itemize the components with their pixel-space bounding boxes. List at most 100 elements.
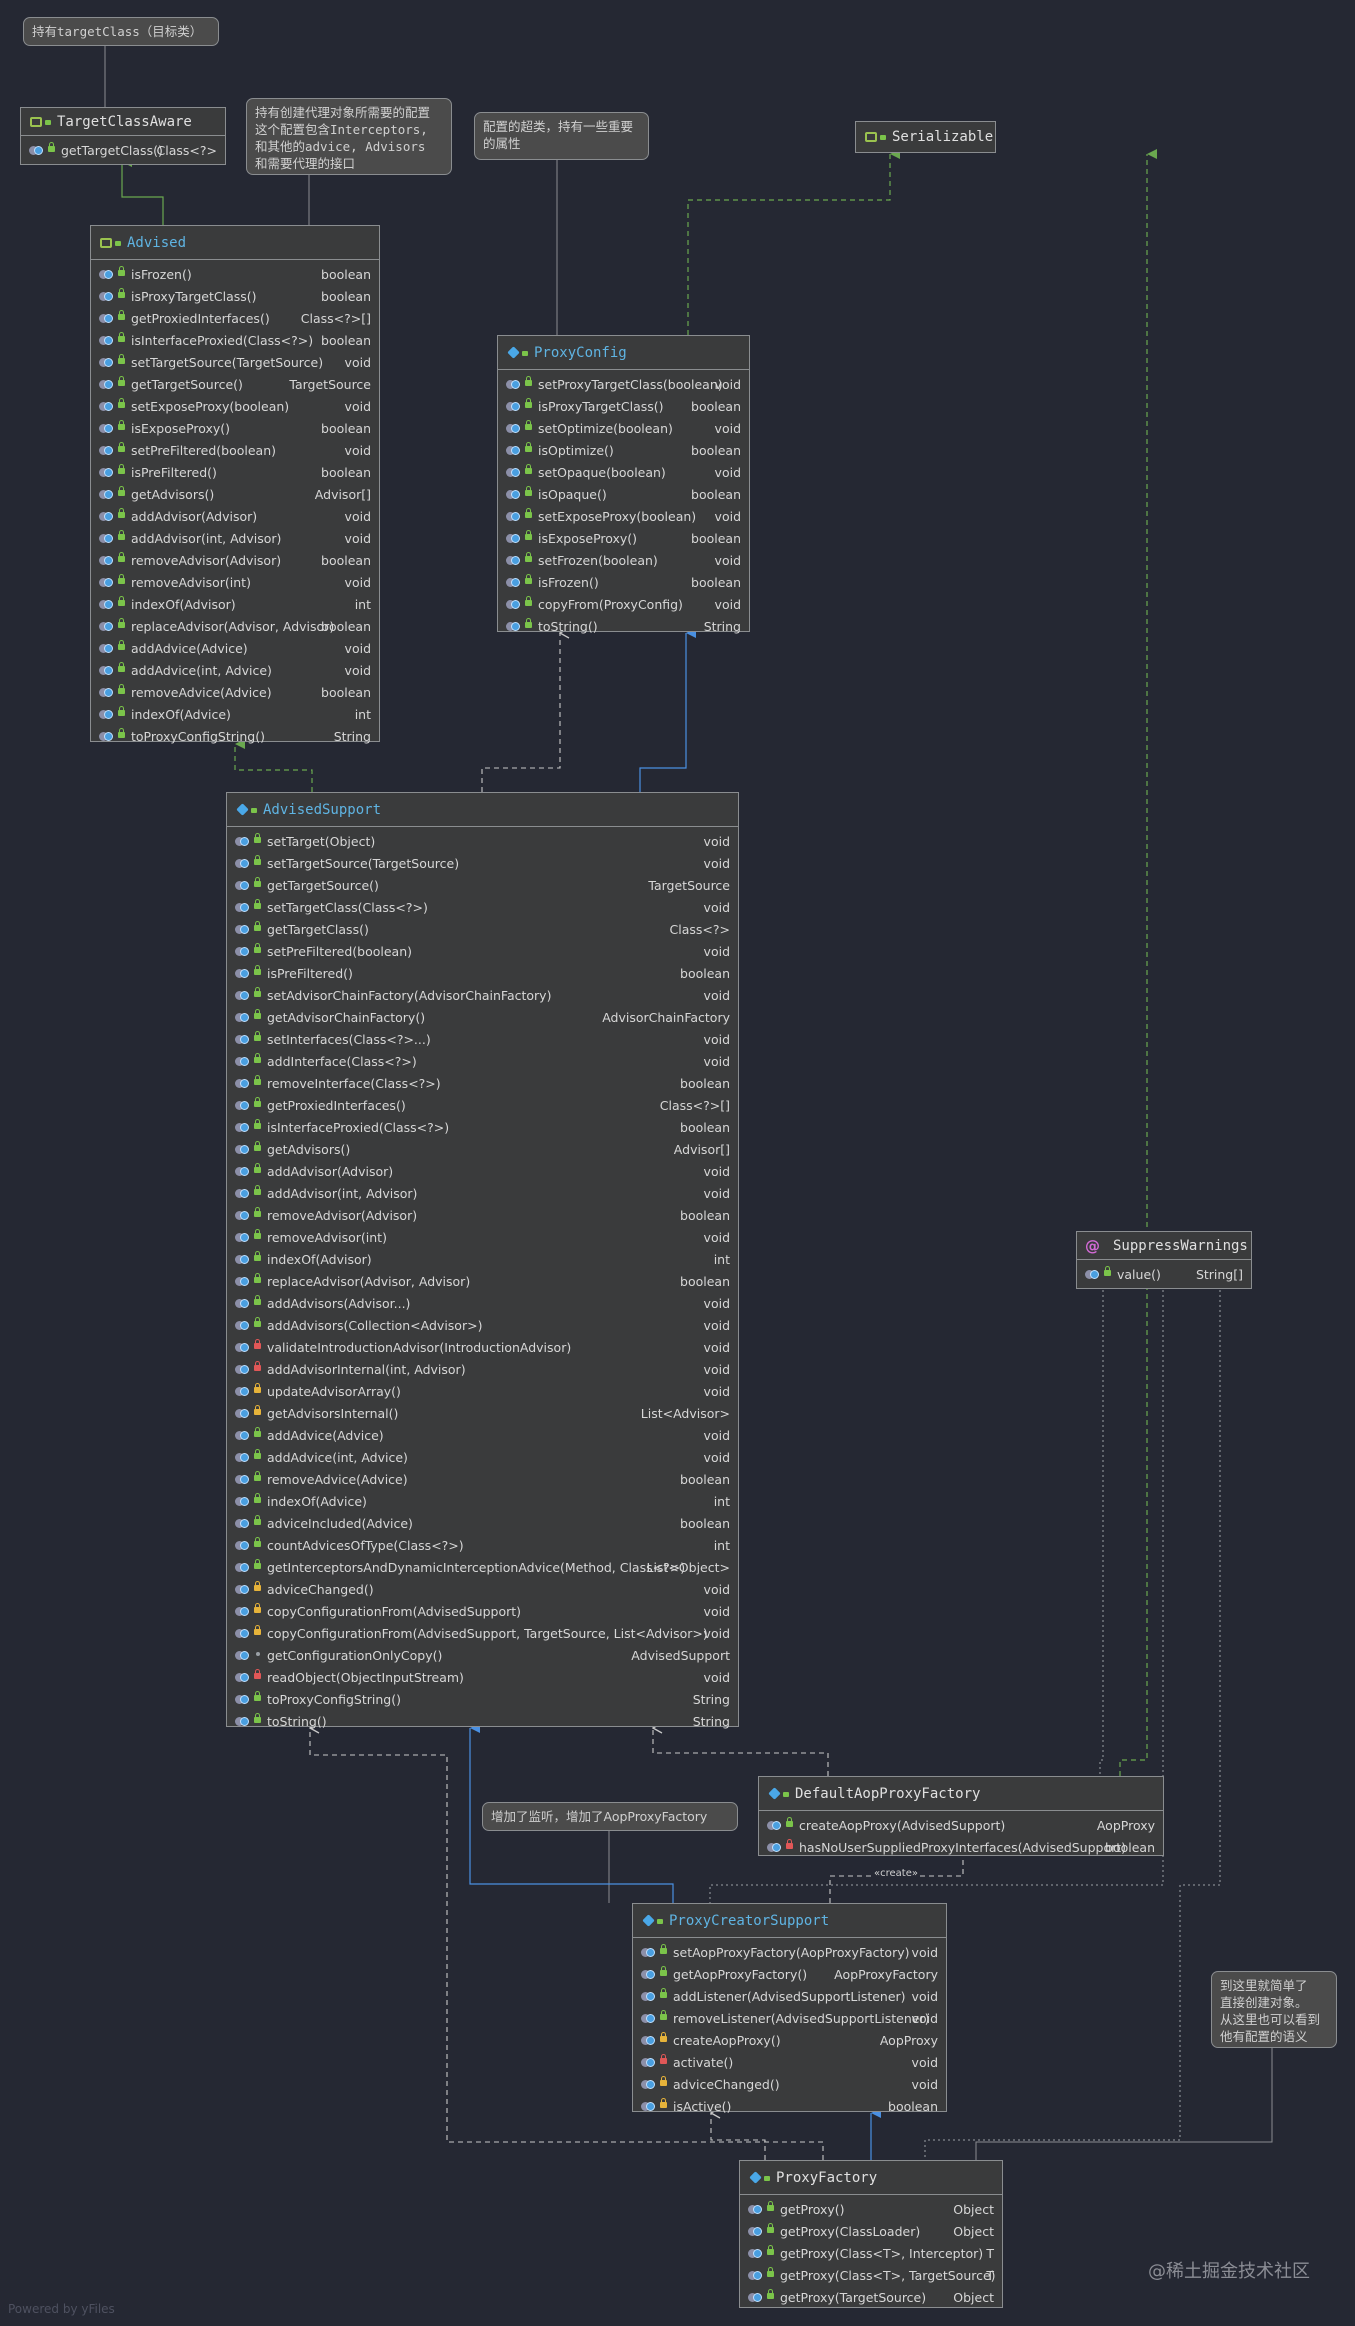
- member-row[interactable]: getProxy(TargetSource)Object: [740, 2287, 1002, 2309]
- member-row[interactable]: setOpaque(boolean)void: [498, 462, 749, 484]
- member-row[interactable]: toString()String: [498, 616, 749, 638]
- member-row[interactable]: isProxyTargetClass()boolean: [498, 396, 749, 418]
- member-row[interactable]: getProxy(Class<T>, Interceptor)T: [740, 2243, 1002, 2265]
- member-row[interactable]: getAdvisors()Advisor[]: [91, 484, 379, 506]
- member-row[interactable]: removeListener(AdvisedSupportListener)vo…: [633, 2008, 946, 2030]
- member-row[interactable]: setAopProxyFactory(AopProxyFactory)void: [633, 1942, 946, 1964]
- member-row[interactable]: addAdvice(int, Advice)void: [227, 1447, 738, 1469]
- member-row[interactable]: isOptimize()boolean: [498, 440, 749, 462]
- member-row[interactable]: value()String[]: [1077, 1264, 1251, 1286]
- member-row[interactable]: getAdvisorChainFactory()AdvisorChainFact…: [227, 1007, 738, 1029]
- member-row[interactable]: addAdvisor(Advisor)void: [227, 1161, 738, 1183]
- member-row[interactable]: addListener(AdvisedSupportListener)void: [633, 1986, 946, 2008]
- member-row[interactable]: isActive()boolean: [633, 2096, 946, 2118]
- member-row[interactable]: copyFrom(ProxyConfig)void: [498, 594, 749, 616]
- member-row[interactable]: setFrozen(boolean)void: [498, 550, 749, 572]
- member-row[interactable]: addAdvice(int, Advice)void: [91, 660, 379, 682]
- member-row[interactable]: removeAdvisor(int)void: [227, 1227, 738, 1249]
- class-default-aop-proxy-factory[interactable]: DefaultAopProxyFactory createAopProxy(Ad…: [758, 1776, 1164, 1856]
- member-row[interactable]: setTargetSource(TargetSource)void: [227, 853, 738, 875]
- member-row[interactable]: isProxyTargetClass()boolean: [91, 286, 379, 308]
- member-row[interactable]: addAdvisor(Advisor)void: [91, 506, 379, 528]
- member-row[interactable]: createAopProxy()AopProxy: [633, 2030, 946, 2052]
- member-row[interactable]: addAdvisor(int, Advisor)void: [91, 528, 379, 550]
- member-row[interactable]: adviceChanged()void: [633, 2074, 946, 2096]
- member-row[interactable]: setPreFiltered(boolean)void: [227, 941, 738, 963]
- member-row[interactable]: getAdvisors()Advisor[]: [227, 1139, 738, 1161]
- member-row[interactable]: getAopProxyFactory()AopProxyFactory: [633, 1964, 946, 1986]
- member-row[interactable]: getProxiedInterfaces()Class<?>[]: [91, 308, 379, 330]
- class-suppress-warnings[interactable]: @ SuppressWarnings value()String[]: [1076, 1231, 1252, 1289]
- member-row[interactable]: removeAdvisor(Advisor)boolean: [91, 550, 379, 572]
- member-row[interactable]: indexOf(Advice)int: [227, 1491, 738, 1513]
- member-row[interactable]: countAdvicesOfType(Class<?>)int: [227, 1535, 738, 1557]
- member-row[interactable]: addAdvice(Advice)void: [91, 638, 379, 660]
- member-row[interactable]: isFrozen()boolean: [91, 264, 379, 286]
- member-row[interactable]: getProxiedInterfaces()Class<?>[]: [227, 1095, 738, 1117]
- member-row[interactable]: setExposeProxy(boolean)void: [91, 396, 379, 418]
- member-row[interactable]: removeInterface(Class<?>)boolean: [227, 1073, 738, 1095]
- member-row[interactable]: addInterface(Class<?>)void: [227, 1051, 738, 1073]
- member-row[interactable]: getConfigurationOnlyCopy()AdvisedSupport: [227, 1645, 738, 1667]
- member-row[interactable]: indexOf(Advisor)int: [91, 594, 379, 616]
- member-row[interactable]: setOptimize(boolean)void: [498, 418, 749, 440]
- member-row[interactable]: isExposeProxy()boolean: [91, 418, 379, 440]
- member-row[interactable]: removeAdvice(Advice)boolean: [91, 682, 379, 704]
- member-row[interactable]: addAdvisors(Advisor...)void: [227, 1293, 738, 1315]
- member-row[interactable]: getProxy(ClassLoader)Object: [740, 2221, 1002, 2243]
- class-serializable[interactable]: Serializable: [855, 121, 996, 153]
- member-row[interactable]: getProxy(Class<T>, TargetSource)T: [740, 2265, 1002, 2287]
- member-row[interactable]: getProxy()Object: [740, 2199, 1002, 2221]
- member-row[interactable]: removeAdvisor(Advisor)boolean: [227, 1205, 738, 1227]
- member-row[interactable]: replaceAdvisor(Advisor, Advisor)boolean: [227, 1271, 738, 1293]
- member-row[interactable]: getTargetSource()TargetSource: [91, 374, 379, 396]
- member-row[interactable]: setAdvisorChainFactory(AdvisorChainFacto…: [227, 985, 738, 1007]
- member-row[interactable]: addAdvisorInternal(int, Advisor)void: [227, 1359, 738, 1381]
- member-row[interactable]: indexOf(Advisor)int: [227, 1249, 738, 1271]
- member-row[interactable]: isFrozen()boolean: [498, 572, 749, 594]
- member-row[interactable]: toString()String: [227, 1711, 738, 1733]
- member-row[interactable]: toProxyConfigString()String: [227, 1689, 738, 1711]
- member-row[interactable]: setPreFiltered(boolean)void: [91, 440, 379, 462]
- member-row[interactable]: setProxyTargetClass(boolean)void: [498, 374, 749, 396]
- member-row[interactable]: updateAdvisorArray()void: [227, 1381, 738, 1403]
- member-row[interactable]: setInterfaces(Class<?>...)void: [227, 1029, 738, 1051]
- member-row[interactable]: hasNoUserSuppliedProxyInterfaces(Advised…: [759, 1837, 1163, 1859]
- member-row[interactable]: toProxyConfigString()String: [91, 726, 379, 748]
- class-proxy-config[interactable]: ProxyConfig setProxyTargetClass(boolean)…: [497, 335, 750, 634]
- member-row[interactable]: isPreFiltered()boolean: [227, 963, 738, 985]
- member-row[interactable]: activate()void: [633, 2052, 946, 2074]
- member-row[interactable]: addAdvice(Advice)void: [227, 1425, 738, 1447]
- member-row[interactable]: readObject(ObjectInputStream)void: [227, 1667, 738, 1689]
- member-row[interactable]: validateIntroductionAdvisor(Introduction…: [227, 1337, 738, 1359]
- member-row[interactable]: createAopProxy(AdvisedSupport)AopProxy: [759, 1815, 1163, 1837]
- member-row[interactable]: isInterfaceProxied(Class<?>)boolean: [91, 330, 379, 352]
- member-row[interactable]: copyConfigurationFrom(AdvisedSupport)voi…: [227, 1601, 738, 1623]
- member-row[interactable]: adviceIncluded(Advice)boolean: [227, 1513, 738, 1535]
- member-row[interactable]: copyConfigurationFrom(AdvisedSupport, Ta…: [227, 1623, 738, 1645]
- member-row[interactable]: getTargetClass()Class<?>: [21, 140, 225, 162]
- member-row[interactable]: isExposeProxy()boolean: [498, 528, 749, 550]
- member-row[interactable]: adviceChanged()void: [227, 1579, 738, 1601]
- member-row[interactable]: isOpaque()boolean: [498, 484, 749, 506]
- member-row[interactable]: setTarget(Object)void: [227, 831, 738, 853]
- member-row[interactable]: removeAdvisor(int)void: [91, 572, 379, 594]
- member-row[interactable]: getTargetClass()Class<?>: [227, 919, 738, 941]
- member-row[interactable]: indexOf(Advice)int: [91, 704, 379, 726]
- member-row[interactable]: getTargetSource()TargetSource: [227, 875, 738, 897]
- member-row[interactable]: setExposeProxy(boolean)void: [498, 506, 749, 528]
- member-row[interactable]: setTargetSource(TargetSource)void: [91, 352, 379, 374]
- member-row[interactable]: removeAdvice(Advice)boolean: [227, 1469, 738, 1491]
- member-row[interactable]: getAdvisorsInternal()List<Advisor>: [227, 1403, 738, 1425]
- member-row[interactable]: getInterceptorsAndDynamicInterceptionAdv…: [227, 1557, 738, 1579]
- member-row[interactable]: replaceAdvisor(Advisor, Advisor)boolean: [91, 616, 379, 638]
- member-row[interactable]: addAdvisor(int, Advisor)void: [227, 1183, 738, 1205]
- class-target-class-aware[interactable]: TargetClassAware getTargetClass()Class<?…: [20, 107, 226, 165]
- class-proxy-creator-support[interactable]: ProxyCreatorSupport setAopProxyFactory(A…: [632, 1903, 947, 2114]
- member-row[interactable]: setTargetClass(Class<?>)void: [227, 897, 738, 919]
- member-row[interactable]: isInterfaceProxied(Class<?>)boolean: [227, 1117, 738, 1139]
- member-row[interactable]: isPreFiltered()boolean: [91, 462, 379, 484]
